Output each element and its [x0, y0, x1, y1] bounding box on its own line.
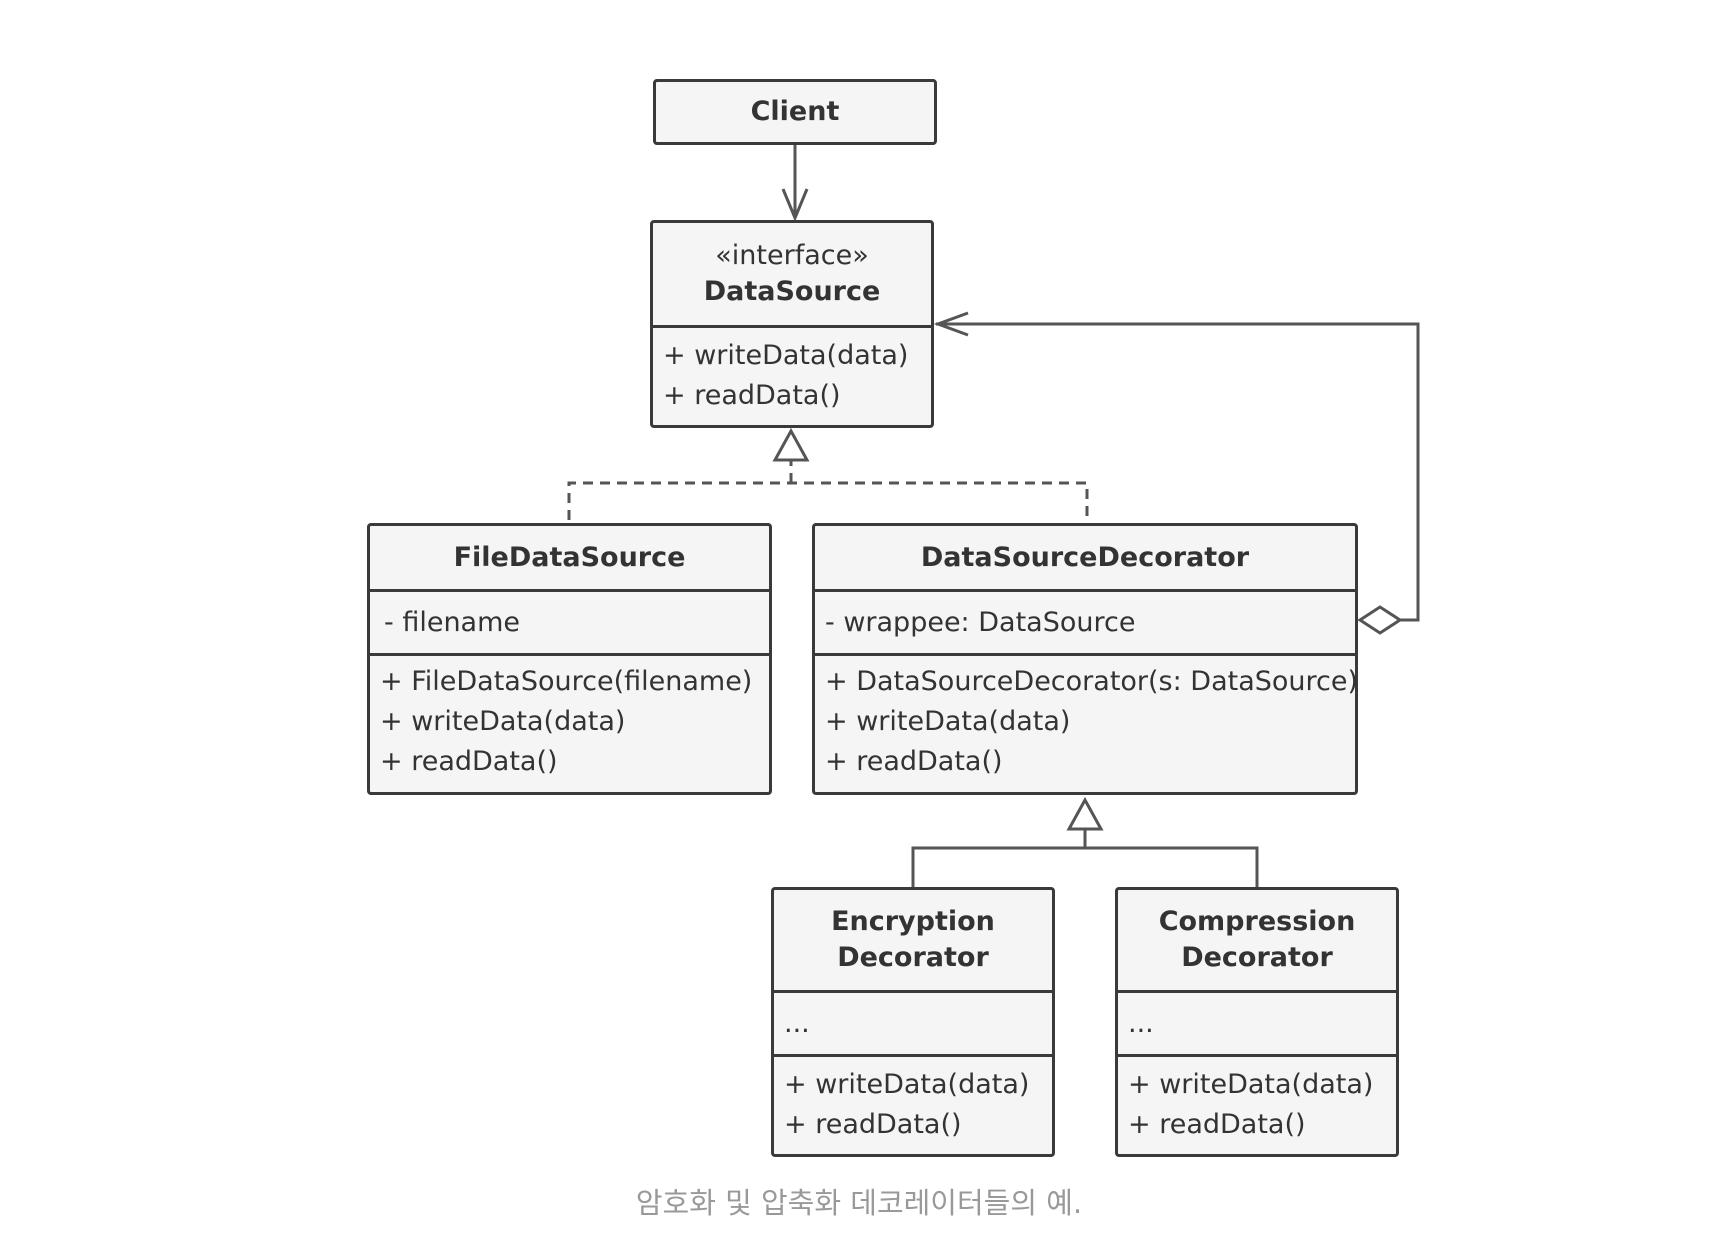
generalization-triangle-icon: [1066, 796, 1104, 831]
data-source-decorator-name: DataSourceDecorator: [920, 541, 1250, 573]
file-data-source-fields: - filename: [370, 592, 769, 656]
encryption-decorator-fields: ...: [774, 993, 1052, 1057]
file-data-source-header: FileDataSource: [370, 526, 769, 592]
compression-decorator-methods: + writeData(data) + readData(): [1118, 1057, 1396, 1154]
client-name: Client: [750, 96, 840, 127]
method-item: + readData(): [784, 1109, 962, 1140]
method-item: + readData(): [1128, 1109, 1306, 1140]
client-header: Client: [656, 82, 934, 142]
field-item: ...: [784, 1007, 810, 1039]
data-source-methods: + writeData(data) + readData(): [653, 328, 931, 425]
method-item: + writeData(data): [784, 1069, 1030, 1100]
aggregation-diamond-icon: [1357, 605, 1403, 635]
encryption-decorator-box: Encryption Decorator ... + writeData(dat…: [771, 887, 1055, 1157]
encryption-decorator-name-line2: Decorator: [837, 942, 989, 973]
figure-caption: 암호화 및 압축화 데코레이터들의 예.: [635, 1186, 1083, 1220]
method-item: + writeData(data): [1128, 1069, 1374, 1100]
realization-dashed-line: [567, 481, 1089, 520]
method-item: + DataSourceDecorator(s: DataSource): [825, 666, 1359, 697]
interface-stereotype: «interface»: [715, 240, 869, 271]
data-source-decorator-box: DataSourceDecorator - wrappee: DataSourc…: [812, 523, 1358, 795]
compression-decorator-header: Compression Decorator: [1118, 890, 1396, 993]
aggregation-arrowhead: [933, 311, 969, 337]
field-item: - filename: [384, 606, 521, 638]
client-association-arrowhead: [781, 188, 809, 222]
data-source-interface-box: «interface» DataSource + writeData(data)…: [650, 220, 934, 428]
encryption-decorator-header: Encryption Decorator: [774, 890, 1052, 993]
generalization-line: [911, 846, 1259, 887]
data-source-decorator-header: DataSourceDecorator: [815, 526, 1355, 592]
encryption-decorator-methods: + writeData(data) + readData(): [774, 1057, 1052, 1154]
file-data-source-methods: + FileDataSource(filename) + writeData(d…: [370, 656, 769, 792]
field-item: - wrappee: DataSource: [825, 606, 1136, 638]
file-data-source-name: FileDataSource: [453, 541, 686, 573]
data-source-header: «interface» DataSource: [653, 223, 931, 328]
field-item: ...: [1128, 1007, 1154, 1039]
encryption-decorator-name-line1: Encryption: [831, 906, 995, 937]
compression-decorator-box: Compression Decorator ... + writeData(da…: [1115, 887, 1399, 1157]
compression-decorator-name-line1: Compression: [1158, 906, 1356, 937]
file-data-source-box: FileDataSource - filename + FileDataSour…: [367, 523, 772, 795]
compression-decorator-name-line2: Decorator: [1181, 942, 1333, 973]
method-item: + readData(): [825, 746, 1003, 777]
data-source-decorator-methods: + DataSourceDecorator(s: DataSource) + w…: [815, 656, 1359, 792]
client-class-box: Client: [653, 79, 937, 145]
data-source-decorator-fields: - wrappee: DataSource: [815, 592, 1355, 656]
realization-triangle-icon: [772, 427, 810, 462]
data-source-name: DataSource: [703, 276, 881, 307]
method-item: + writeData(data): [380, 706, 626, 737]
method-item: + readData(): [380, 746, 558, 777]
method-item: + readData(): [663, 380, 841, 411]
method-item: + writeData(data): [663, 340, 909, 371]
method-item: + FileDataSource(filename): [380, 666, 753, 697]
method-item: + writeData(data): [825, 706, 1071, 737]
compression-decorator-fields: ...: [1118, 993, 1396, 1057]
